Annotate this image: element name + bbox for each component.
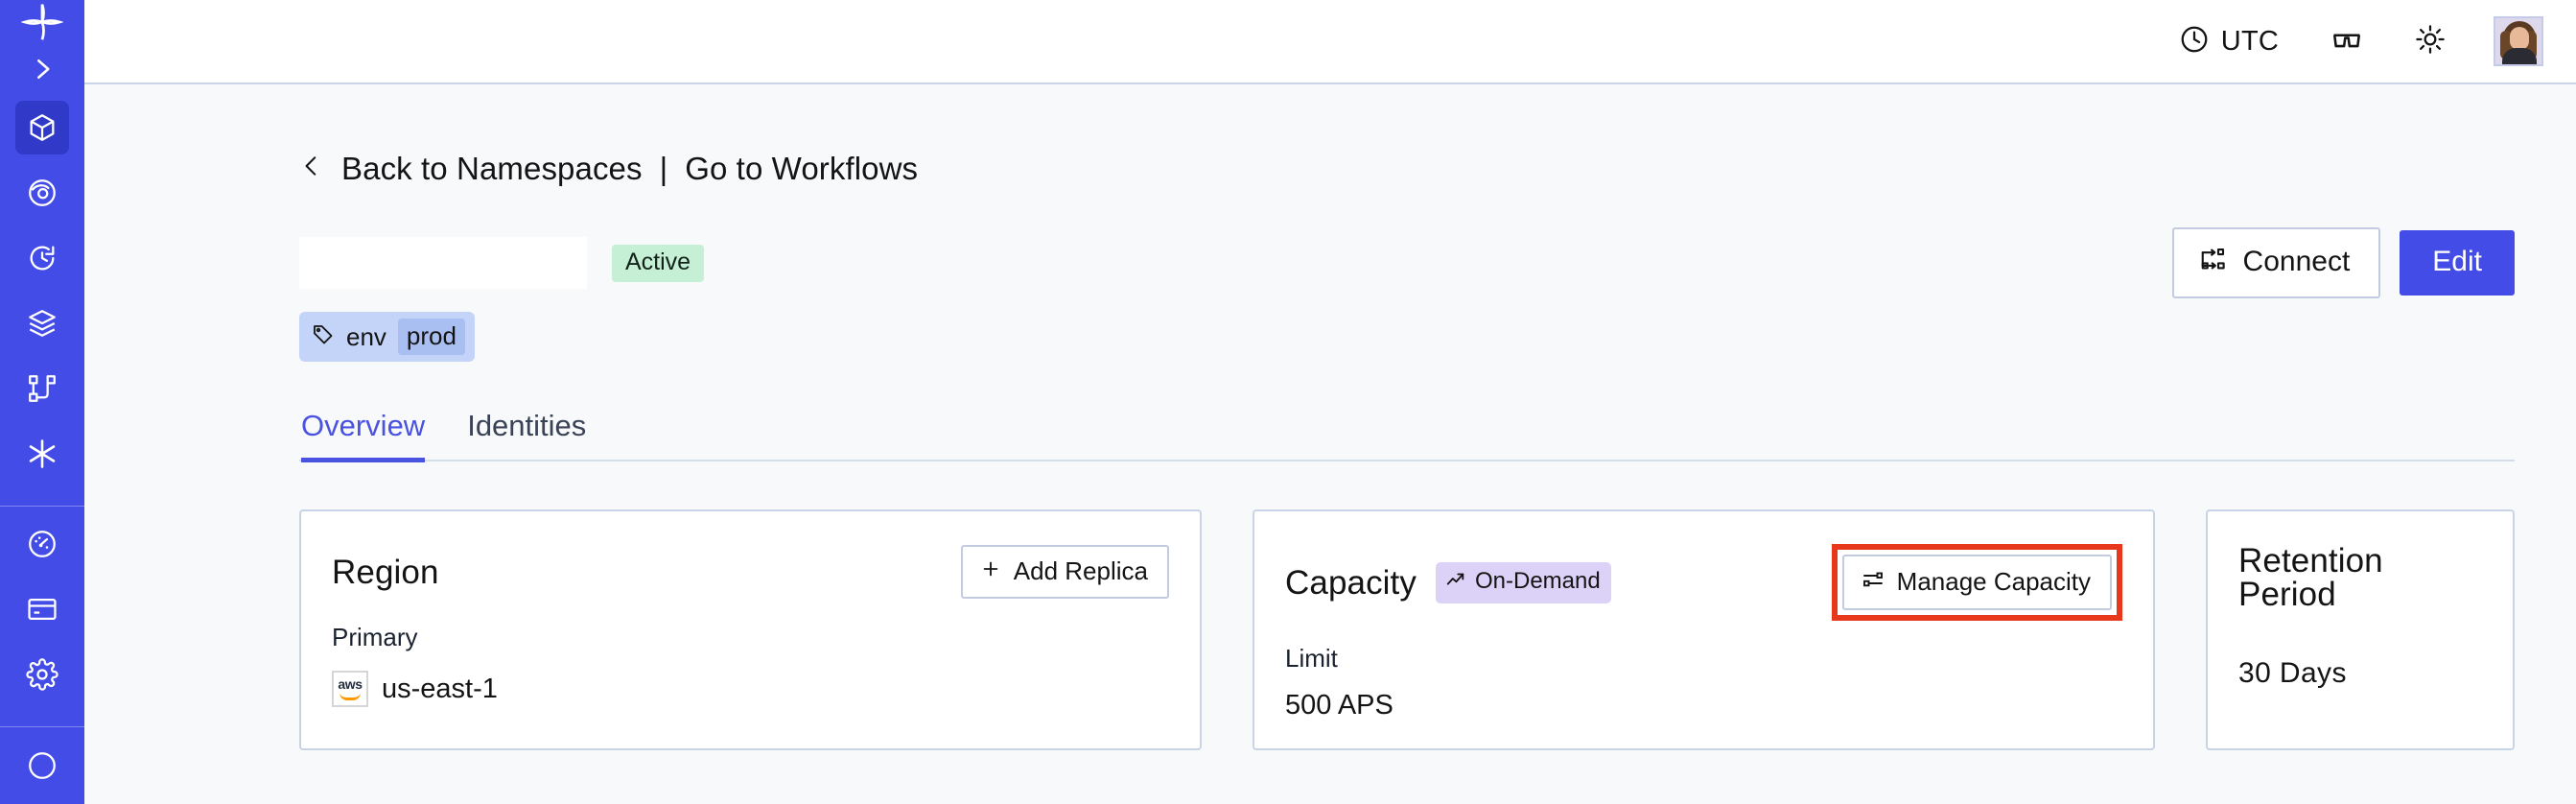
chevron-right-icon — [28, 55, 57, 88]
sidebar-item-help[interactable] — [15, 739, 69, 792]
gauge-icon — [26, 528, 59, 560]
breadcrumb: Back to Namespaces | Go to Workflows — [299, 150, 2515, 187]
eye-swirl-icon — [26, 177, 59, 209]
theme-toggle[interactable] — [2415, 24, 2446, 59]
aws-logo-text: aws — [338, 676, 363, 693]
capacity-mode-badge: On-Demand — [1435, 561, 1611, 603]
tab-identities[interactable]: Identities — [467, 409, 587, 442]
retention-card-header: Retention Period — [2238, 544, 2482, 611]
add-replica-label: Add Replica — [1013, 556, 1148, 586]
edit-button[interactable]: Edit — [2400, 230, 2515, 296]
namespace-title-row: Active — [299, 227, 2515, 298]
sidebar-item-workflows[interactable] — [15, 362, 69, 415]
manage-capacity-label: Manage Capacity — [1896, 567, 2091, 597]
layers-icon — [26, 307, 59, 340]
chevron-left-icon[interactable] — [299, 150, 324, 187]
edit-button-label: Edit — [2432, 246, 2482, 277]
tag-chip-env[interactable]: env prod — [299, 312, 475, 362]
capacity-limit-value: 500 APS — [1285, 690, 1393, 721]
region-value: us-east-1 — [382, 673, 498, 704]
namespace-tags: env prod — [299, 312, 2515, 362]
tab-bar: Overview Identities — [299, 409, 2515, 463]
annotation-highlight-box: Manage Capacity — [1831, 544, 2122, 622]
region-value-row: aws us-east-1 — [332, 671, 1169, 708]
clock-rewind-icon — [26, 242, 59, 274]
asterisk-icon — [25, 437, 59, 471]
connect-button-label: Connect — [2242, 246, 2351, 277]
avatar-face — [2510, 27, 2529, 50]
temporal-logo-icon — [20, 1, 64, 48]
overview-cards: Region Add Replica — [299, 509, 2515, 751]
retention-card-title: Retention Period — [2238, 542, 2383, 614]
title-action-buttons: Connect Edit — [2171, 227, 2515, 298]
region-card: Region Add Replica — [299, 509, 1202, 751]
avatar-body — [2502, 48, 2537, 64]
sidebar-logo[interactable] — [0, 0, 84, 49]
top-header-bar: UTC — [84, 0, 2576, 84]
timezone-label: UTC — [2220, 25, 2279, 57]
plus-icon — [980, 558, 1001, 583]
git-branch-icon — [26, 372, 59, 405]
sidebar-expand-toggle[interactable] — [0, 49, 84, 95]
aws-logo-smile — [340, 693, 361, 701]
credit-card-icon — [26, 593, 59, 626]
avatar[interactable] — [2494, 16, 2543, 66]
sidebar-primary-group — [0, 95, 84, 492]
content-area: UTC — [84, 0, 2576, 804]
region-card-header: Region Add Replica — [332, 544, 1169, 600]
sidebar-item-connectors[interactable] — [15, 427, 69, 481]
sidebar-divider-bottom — [0, 726, 84, 728]
breadcrumb-back-link[interactable]: Back to Namespaces — [341, 150, 643, 186]
sidebar — [0, 0, 84, 804]
sidebar-divider-top — [0, 505, 84, 507]
sliders-icon — [1862, 568, 1885, 595]
capacity-mode-label: On-Demand — [1474, 568, 1601, 595]
breadcrumb-separator: | — [659, 150, 668, 186]
capacity-card-title: Capacity — [1285, 563, 1417, 602]
glasses-icon — [2330, 23, 2363, 60]
capacity-card-action: Manage Capacity — [1831, 544, 2122, 622]
docs-button[interactable] — [2330, 23, 2363, 60]
content-inner: Back to Namespaces | Go to Workflows Act… — [117, 150, 2543, 751]
network-flow-icon — [2199, 245, 2228, 279]
connect-button[interactable]: Connect — [2171, 227, 2381, 298]
region-primary-label: Primary — [332, 623, 418, 652]
add-replica-button[interactable]: Add Replica — [960, 545, 1169, 600]
sidebar-item-stacks[interactable] — [15, 296, 69, 350]
sidebar-item-usage[interactable] — [15, 517, 69, 571]
help-circle-icon — [26, 749, 59, 782]
tag-key: env — [346, 322, 386, 351]
timezone-selector[interactable]: UTC — [2179, 24, 2279, 59]
breadcrumb-workflows-link[interactable]: Go to Workflows — [685, 150, 919, 186]
tag-value: prod — [397, 319, 465, 355]
retention-value: 30 Days — [2238, 657, 2347, 690]
tag-icon — [312, 323, 335, 351]
capacity-limit-label: Limit — [1285, 644, 1338, 674]
sidebar-item-billing[interactable] — [15, 582, 69, 636]
capacity-card-header: Capacity On-Demand — [1285, 544, 2122, 622]
tab-overview[interactable]: Overview — [301, 409, 426, 463]
status-badge: Active — [612, 244, 705, 282]
trending-up-icon — [1445, 569, 1466, 595]
sidebar-item-observability[interactable] — [15, 166, 69, 220]
sidebar-item-settings[interactable] — [15, 648, 69, 701]
capacity-card: Capacity On-Demand — [1253, 509, 2155, 751]
main-content: Back to Namespaces | Go to Workflows Act… — [84, 84, 2576, 804]
region-card-action: Add Replica — [960, 545, 1169, 600]
sidebar-secondary-group — [0, 511, 84, 713]
retention-card: Retention Period 30 Days — [2206, 509, 2515, 751]
region-card-title: Region — [332, 553, 439, 591]
gear-icon — [26, 658, 59, 692]
clock-icon — [2179, 24, 2210, 59]
manage-capacity-button[interactable]: Manage Capacity — [1841, 555, 2112, 611]
page-title — [299, 237, 587, 289]
sidebar-footer-group — [0, 733, 84, 804]
sidebar-item-namespaces[interactable] — [15, 100, 69, 154]
cube-icon — [26, 111, 59, 144]
sun-icon — [2415, 24, 2446, 59]
sidebar-item-schedules[interactable] — [15, 231, 69, 285]
aws-logo: aws — [332, 671, 368, 708]
